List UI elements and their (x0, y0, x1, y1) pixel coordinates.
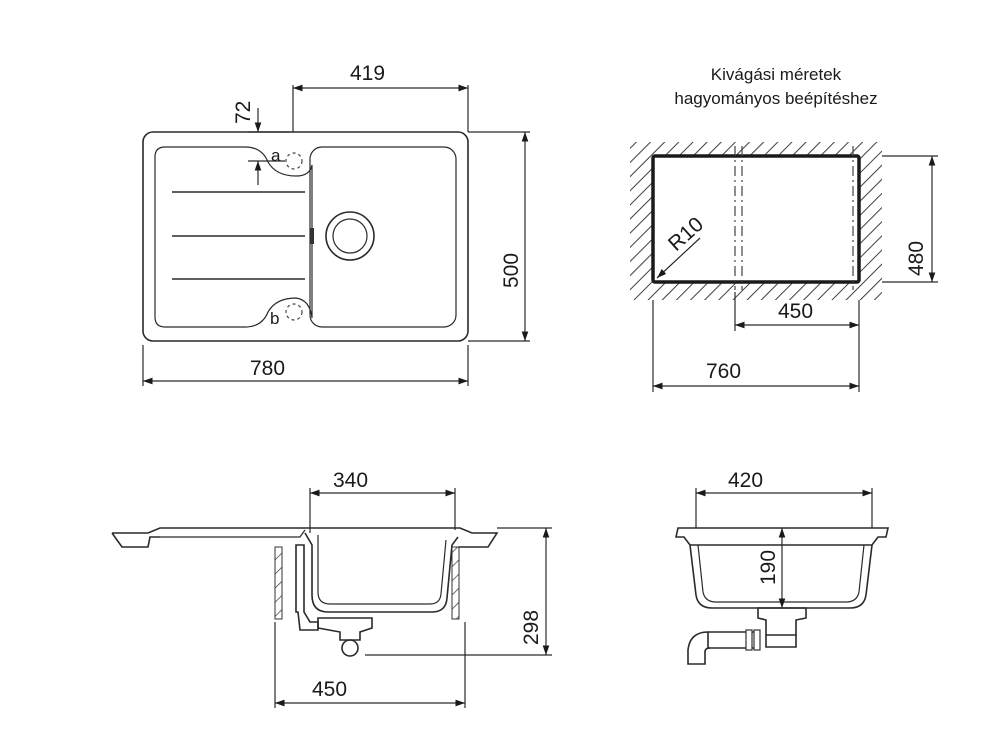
front-coupling-1 (745, 629, 753, 651)
overflow-pipe (295, 544, 319, 631)
dim-500: 500 (500, 253, 523, 288)
dim-450-side: 450 (312, 678, 347, 701)
rim-left (112, 527, 499, 548)
overflow-slot (310, 228, 314, 244)
drainer-surface (160, 529, 306, 538)
front-bowl (689, 544, 873, 609)
cutout-hatch-right (859, 142, 882, 300)
cabinet-wall-right (451, 546, 460, 620)
dim-298: 298 (520, 610, 543, 645)
dim-72: 72 (232, 101, 255, 124)
sink-outline (142, 131, 469, 342)
drainer-area (154, 146, 313, 328)
drain-inner (332, 218, 368, 254)
front-section: 420 190 (675, 469, 889, 665)
side-section: 340 298 450 (111, 469, 552, 708)
label-a: a (271, 146, 281, 165)
dim-760: 760 (706, 360, 741, 383)
drain-outer (325, 211, 375, 261)
cabinet-wall-left (274, 546, 283, 620)
label-b: b (270, 309, 279, 328)
dim-480: 480 (905, 241, 928, 276)
cutout-title-line1: Kivágási méretek (711, 65, 842, 84)
cutout-outline (651, 154, 861, 284)
top-view: a b 419 72 500 780 (142, 62, 530, 386)
dim-450-cutout: 450 (778, 300, 813, 323)
front-coupling-2 (753, 629, 761, 651)
tap-hole-b (285, 303, 303, 321)
cutout-title-line2: hagyományos beépítéshez (674, 89, 877, 108)
bowl-profile-inner (317, 535, 447, 605)
dim-190: 190 (757, 550, 780, 585)
front-bowl-inner (697, 544, 865, 603)
cutout-opening (653, 156, 859, 282)
dim-780: 780 (250, 357, 285, 380)
bowl-profile (304, 532, 459, 613)
tap-hole-a (285, 152, 303, 170)
cutout-view: Kivágási méretek hagyományos beépítéshez… (630, 65, 938, 392)
front-elbow (687, 631, 711, 665)
trap-bulb (341, 639, 359, 657)
front-trap (765, 635, 797, 648)
cutout-hatch-bottom (653, 282, 859, 300)
rim-left-lip (111, 532, 160, 548)
dim-420: 420 (728, 469, 763, 492)
drain-trap (317, 617, 373, 641)
bowl-outline (309, 146, 457, 328)
dim-419: 419 (350, 62, 385, 85)
cutout-hatch-left (630, 142, 653, 300)
dim-340: 340 (333, 469, 368, 492)
front-drain (757, 607, 807, 636)
cutout-hatch-top (653, 142, 859, 156)
